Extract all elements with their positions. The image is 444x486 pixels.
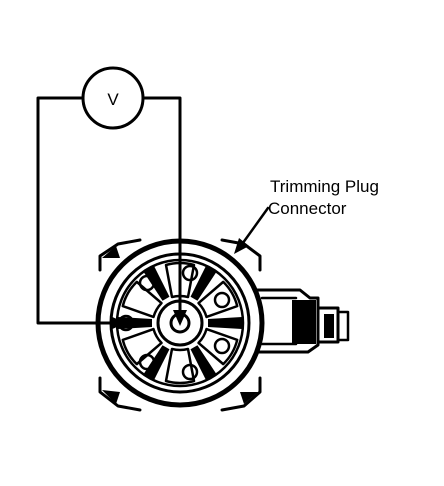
terminal-pin-left (117, 314, 135, 332)
connector-shaft (254, 288, 350, 354)
connector-outer-ring (95, 238, 265, 408)
callout-line-1: Trimming Plug (270, 177, 379, 196)
terminal-pins (117, 264, 231, 381)
connector-face-ring (115, 258, 245, 388)
terminal-pin-right-lower (213, 337, 231, 355)
voltmeter: V (81, 66, 145, 130)
terminal-segment (121, 280, 163, 319)
right-lead-arrowhead (173, 310, 187, 326)
right-lead-wire (141, 96, 182, 320)
terminal-segments (121, 261, 239, 385)
connector-inner-ring (109, 252, 251, 394)
segment-separators (118, 266, 242, 380)
callout-arrow-line (238, 206, 270, 249)
terminal-segment (197, 327, 239, 366)
terminal-segment (164, 347, 196, 385)
left-lead-wire (36, 96, 120, 325)
callout-line-2: Connector (268, 199, 347, 218)
terminal-pin-bottom-left (138, 353, 156, 371)
terminal-segment (121, 327, 163, 366)
center-terminal (156, 299, 204, 347)
terminal-pin-top-right (181, 264, 199, 282)
terminal-pin-bottom-right (181, 363, 199, 381)
terminal-segment (164, 261, 196, 299)
terminal-pin-right-upper (213, 291, 231, 309)
terminal-segment (197, 280, 239, 319)
voltmeter-symbol: V (107, 90, 119, 109)
connector-callout: Trimming Plug Connector (234, 177, 379, 254)
connector-housing (98, 238, 262, 412)
terminal-pin-top-left (138, 274, 156, 292)
voltmeter-circle (81, 66, 145, 130)
trimming-plug-connector (95, 238, 350, 412)
